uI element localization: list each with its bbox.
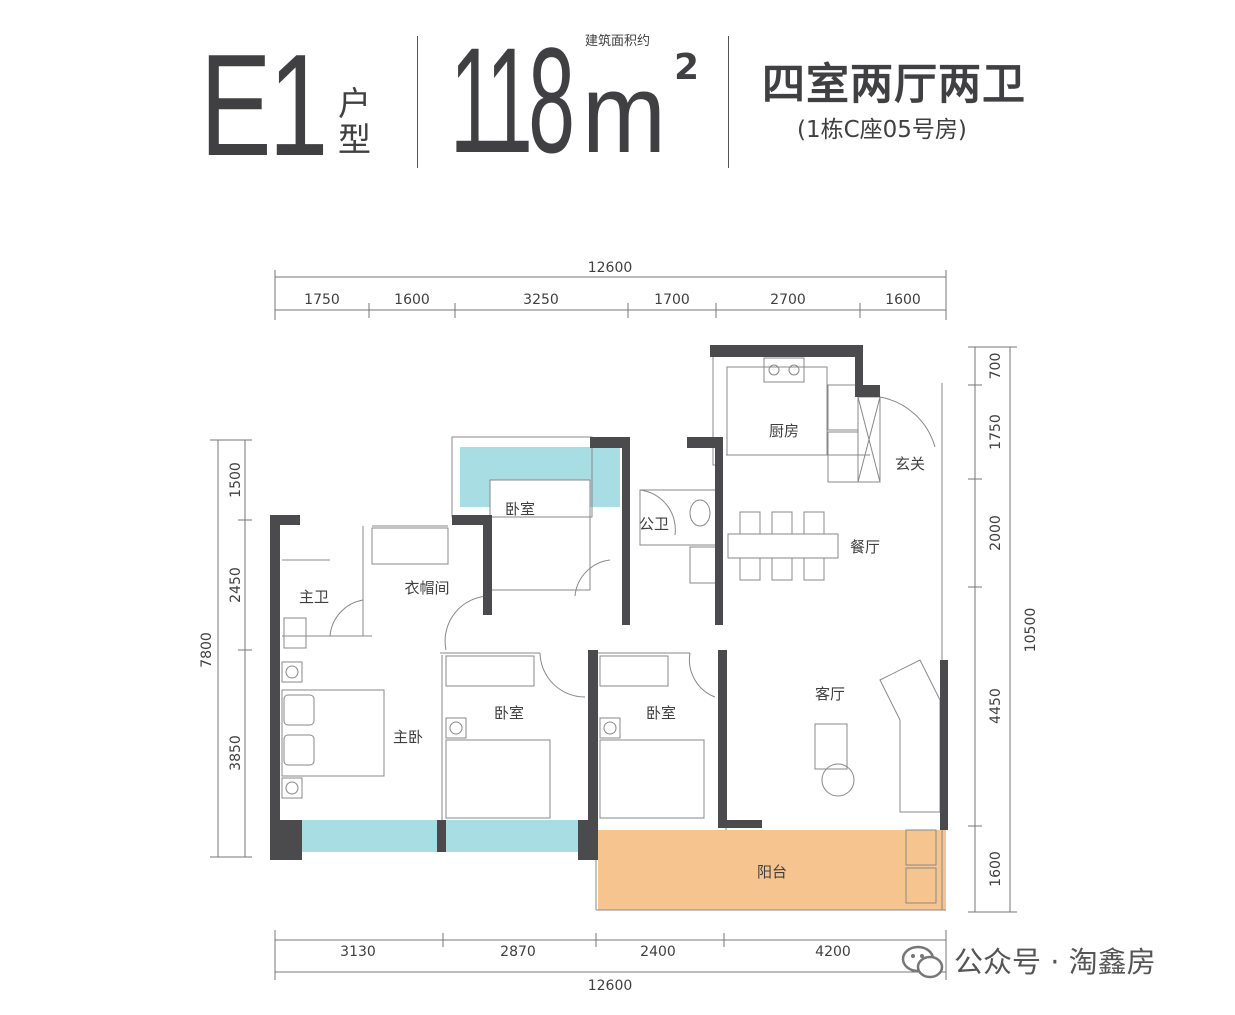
unit-word: 户型 [338, 84, 371, 159]
thin-walls [281, 345, 946, 911]
room-dining: 餐厅 [850, 538, 880, 556]
dim-left-total: 7800 [199, 632, 215, 668]
room-bedroom-north: 卧室 [505, 500, 535, 518]
dim-top: 1700 [654, 292, 690, 308]
wechat-icon [901, 945, 944, 979]
dim-left: 3850 [228, 735, 244, 771]
dim-right: 4450 [988, 688, 1004, 724]
room-bedroom-east: 卧室 [646, 704, 676, 722]
divider [417, 36, 418, 168]
dim-bottom: 3130 [340, 944, 376, 960]
dim-bottom: 4200 [815, 944, 851, 960]
dim-right: 2000 [988, 515, 1004, 551]
watermark: 公众号 · 淘鑫房 [900, 944, 1156, 980]
dim-top-total: 12600 [588, 260, 633, 276]
dim-top: 3250 [523, 292, 559, 308]
bay-window-master [302, 820, 437, 852]
bedroom-north-floor [489, 479, 591, 591]
area-unit: m [582, 51, 666, 176]
watermark-text: 公众号 · 淘鑫房 [954, 945, 1156, 979]
dim-bottom: 2400 [640, 944, 676, 960]
layout-location: (1栋C座05号房) [797, 117, 967, 143]
dim-right: 1750 [988, 414, 1004, 450]
dim-right: 700 [988, 353, 1004, 380]
room-bedroom-mid: 卧室 [494, 704, 524, 722]
room-kitchen: 厨房 [769, 422, 799, 440]
room-labels: 厨房 玄关 卧室 公卫 餐厅 衣帽间 主卫 客厅 卧室 卧室 主卧 阳台 [299, 422, 925, 881]
dim-left: 2450 [228, 567, 244, 603]
walls [270, 345, 948, 860]
area-label: 建筑面积约 [585, 34, 651, 49]
dim-right: 1600 [988, 851, 1004, 887]
dim-left: 1500 [228, 462, 244, 498]
room-public-bath: 公卫 [639, 515, 669, 533]
dim-top: 2700 [770, 292, 806, 308]
room-balcony: 阳台 [757, 863, 787, 881]
dimension-labels: 12600 1750 1600 3250 1700 2700 1600 700 … [199, 260, 1039, 994]
layout-title: 四室两厅两卫 [762, 60, 1026, 110]
room-master-bedroom: 主卧 [393, 728, 423, 746]
dim-right-total: 10500 [1023, 608, 1039, 653]
dim-top: 1750 [304, 292, 340, 308]
room-master-bath: 主卫 [299, 588, 329, 606]
divider [728, 36, 729, 168]
dim-top: 1600 [885, 292, 921, 308]
area-number: 118 [450, 16, 575, 184]
room-entrance: 玄关 [895, 455, 925, 473]
dim-bottom-total: 12600 [588, 978, 633, 994]
bay-window-bedroom [446, 820, 578, 852]
dimension-lines [210, 270, 1017, 980]
dim-top: 1600 [394, 292, 430, 308]
dim-bottom: 2870 [500, 944, 536, 960]
balcony-area [598, 830, 946, 910]
room-cloakroom: 衣帽间 [404, 579, 449, 597]
unit-code: E1 [200, 24, 328, 186]
room-living: 客厅 [815, 685, 845, 703]
area-superscript: 2 [674, 47, 700, 88]
